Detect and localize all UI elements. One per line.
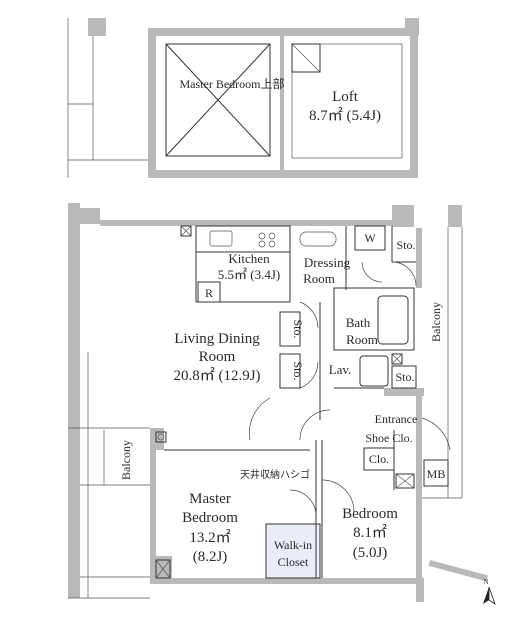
master-bedroom-label-1: Master [189,491,231,507]
bath-room-label-1: Bath [346,315,371,330]
meter-box [423,459,449,487]
dressing-room-label-2: Room [303,271,335,286]
ceiling-storage-ladder: 天井収納ハシゴ [240,468,310,481]
bedroom-area: 8.1㎡ [353,524,387,541]
washer-space [354,225,386,251]
washer-label: W [364,231,376,245]
kitchen-label: Kitchen [228,251,270,266]
storage-label-1: Sto. [291,319,305,338]
entrance-label: Entrance [375,412,418,426]
bedroom-label: Bedroom [342,506,398,522]
loft-wall-corner [88,18,106,36]
loft-label: Loft [332,89,359,105]
north-label: N [483,578,488,586]
living-dining-room-area: 20.8㎡ (12.9J) [173,367,260,384]
master-bedroom-label-2: Bedroom [182,510,238,526]
north-arrow: N [483,578,496,605]
master-bedroom-void [165,43,271,157]
loft-level: Master Bedroom上部 Loft 8.7㎡ (5.4J) [67,18,419,178]
meter-box-label: MB [427,467,446,481]
bedroom-area-j: (5.0J) [353,545,388,561]
living-dining-room-label-2: Room [199,349,236,365]
shoe-closet-label: Shoe Clo. [365,431,412,445]
walk-in-closet [265,523,321,579]
refrigerator-label: R [205,286,213,300]
storage-label-2: Sto. [291,361,305,380]
lavatory-label: Lav. [329,362,352,377]
walk-in-closet-label-2: Closet [278,555,309,569]
balcony-label-right: Balcony [429,302,443,342]
storage-label-top: Sto. [396,238,415,252]
balcony-label-left: Balcony [119,440,133,480]
kitchen-area: 5.5㎡ (3.4J) [218,267,280,282]
storage-label-3: Sto. [395,370,414,384]
walk-in-closet-label-1: Walk-in [274,538,312,552]
bath-room-label-2: Room [346,332,378,347]
living-dining-room-label-1: Living Dining [174,331,260,347]
master-bedroom-area-j: (8.2J) [193,549,228,565]
master-bedroom-area: 13.2㎡ [189,529,230,546]
dressing-room-label-1: Dressing [304,255,351,270]
loft-area: 8.7㎡ (5.4J) [309,107,381,124]
closet-label: Clo. [369,452,389,466]
main-level: R Kitchen 5.5㎡ (3.4J) Dressing Room W St… [68,203,496,605]
master-bedroom-upper-label: Master Bedroom上部 [180,76,285,91]
